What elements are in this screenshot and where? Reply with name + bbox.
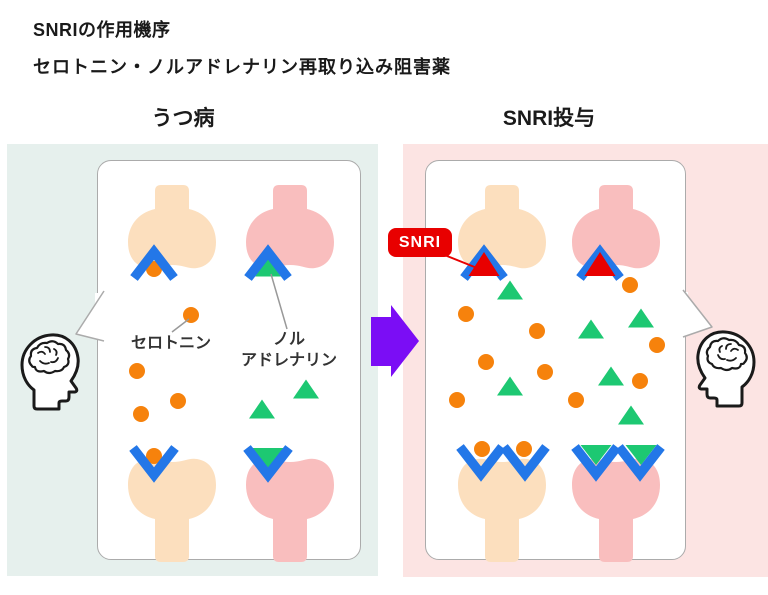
serotonin-molecule bbox=[632, 373, 648, 389]
noradrenaline-molecule bbox=[497, 280, 523, 300]
treated-brain-head-icon bbox=[696, 330, 756, 408]
serotonin-molecule bbox=[129, 363, 145, 379]
snri-pointer-line bbox=[441, 253, 478, 269]
serotonin-molecule bbox=[516, 441, 532, 457]
serotonin-molecule bbox=[537, 364, 553, 380]
depression-synapse-diagram bbox=[128, 185, 334, 562]
serotonin-molecule bbox=[133, 406, 149, 422]
noradrenaline-molecule bbox=[618, 405, 644, 425]
brain-icon bbox=[705, 337, 748, 372]
serotonin-molecule bbox=[622, 277, 638, 293]
brain-icon bbox=[28, 340, 71, 375]
noradrenaline-molecule bbox=[598, 366, 624, 386]
presynaptic-neuron-serotonin bbox=[458, 185, 546, 269]
noradrenaline-label: ノル アドレナリン bbox=[236, 329, 342, 371]
snri-badge: SNRI bbox=[388, 228, 452, 257]
depression-panel-heading: うつ病 bbox=[151, 107, 215, 130]
noradrenaline-molecule bbox=[255, 257, 281, 277]
noradrenaline-molecules bbox=[252, 448, 284, 468]
serotonin-molecule bbox=[183, 307, 199, 323]
serotonin-molecule bbox=[529, 323, 545, 339]
snri-blocker-molecule bbox=[584, 252, 616, 276]
postsynaptic-neuron-serotonin bbox=[458, 458, 546, 562]
serotonin-molecule bbox=[146, 448, 162, 464]
presynaptic-neuron-serotonin bbox=[128, 185, 216, 269]
noradrenaline-molecule bbox=[628, 308, 654, 328]
serotonin-molecule bbox=[568, 392, 584, 408]
snri-blocker-molecules bbox=[468, 252, 616, 276]
serotonin-molecule bbox=[649, 337, 665, 353]
serotonin-molecules bbox=[129, 261, 199, 464]
noradrenaline-molecule bbox=[580, 445, 612, 465]
serotonin-molecule bbox=[474, 441, 490, 457]
serotonin-molecule bbox=[146, 261, 162, 277]
noradrenaline-molecule bbox=[578, 319, 604, 339]
serotonin-molecule bbox=[478, 354, 494, 370]
snri-synapse-diagram bbox=[441, 185, 665, 562]
noradrenaline-label-line1: ノル bbox=[272, 331, 305, 348]
postsynaptic-neuron-noradrenaline bbox=[246, 458, 334, 562]
serotonin-pointer-line bbox=[171, 318, 190, 333]
noradrenaline-molecules bbox=[249, 257, 319, 419]
noradrenaline-molecule bbox=[293, 379, 319, 399]
snri-panel-heading: SNRI投与 bbox=[502, 107, 596, 130]
noradrenaline-pointer-line bbox=[270, 273, 288, 330]
noradrenaline-molecule bbox=[625, 445, 657, 465]
page-title: SNRIの作用機序 bbox=[33, 20, 171, 40]
right-speech-tail bbox=[682, 289, 713, 338]
depressed-brain-head-icon bbox=[20, 333, 80, 411]
noradrenaline-molecules bbox=[497, 280, 654, 425]
serotonin-molecules bbox=[449, 277, 665, 457]
presynaptic-neuron-noradrenaline bbox=[572, 185, 660, 269]
noradrenaline-molecule bbox=[252, 448, 284, 468]
noradrenaline-molecule bbox=[497, 376, 523, 396]
noradrenaline-molecule bbox=[249, 399, 275, 419]
page-subtitle: セロトニン・ノルアドレナリン再取り込み阻害薬 bbox=[33, 57, 451, 77]
snri-blocker-molecule bbox=[468, 252, 500, 276]
noradrenaline-molecules bbox=[580, 445, 657, 465]
noradrenaline-label-line2: アドレナリン bbox=[240, 352, 337, 369]
serotonin-molecule bbox=[170, 393, 186, 409]
serotonin-molecule bbox=[449, 392, 465, 408]
postsynaptic-neuron-serotonin bbox=[128, 458, 216, 562]
serotonin-label: セロトニン bbox=[131, 335, 212, 352]
postsynaptic-neuron-noradrenaline bbox=[572, 458, 660, 562]
serotonin-molecule bbox=[458, 306, 474, 322]
transition-arrow-icon bbox=[371, 305, 419, 377]
left-speech-tail bbox=[75, 290, 105, 342]
